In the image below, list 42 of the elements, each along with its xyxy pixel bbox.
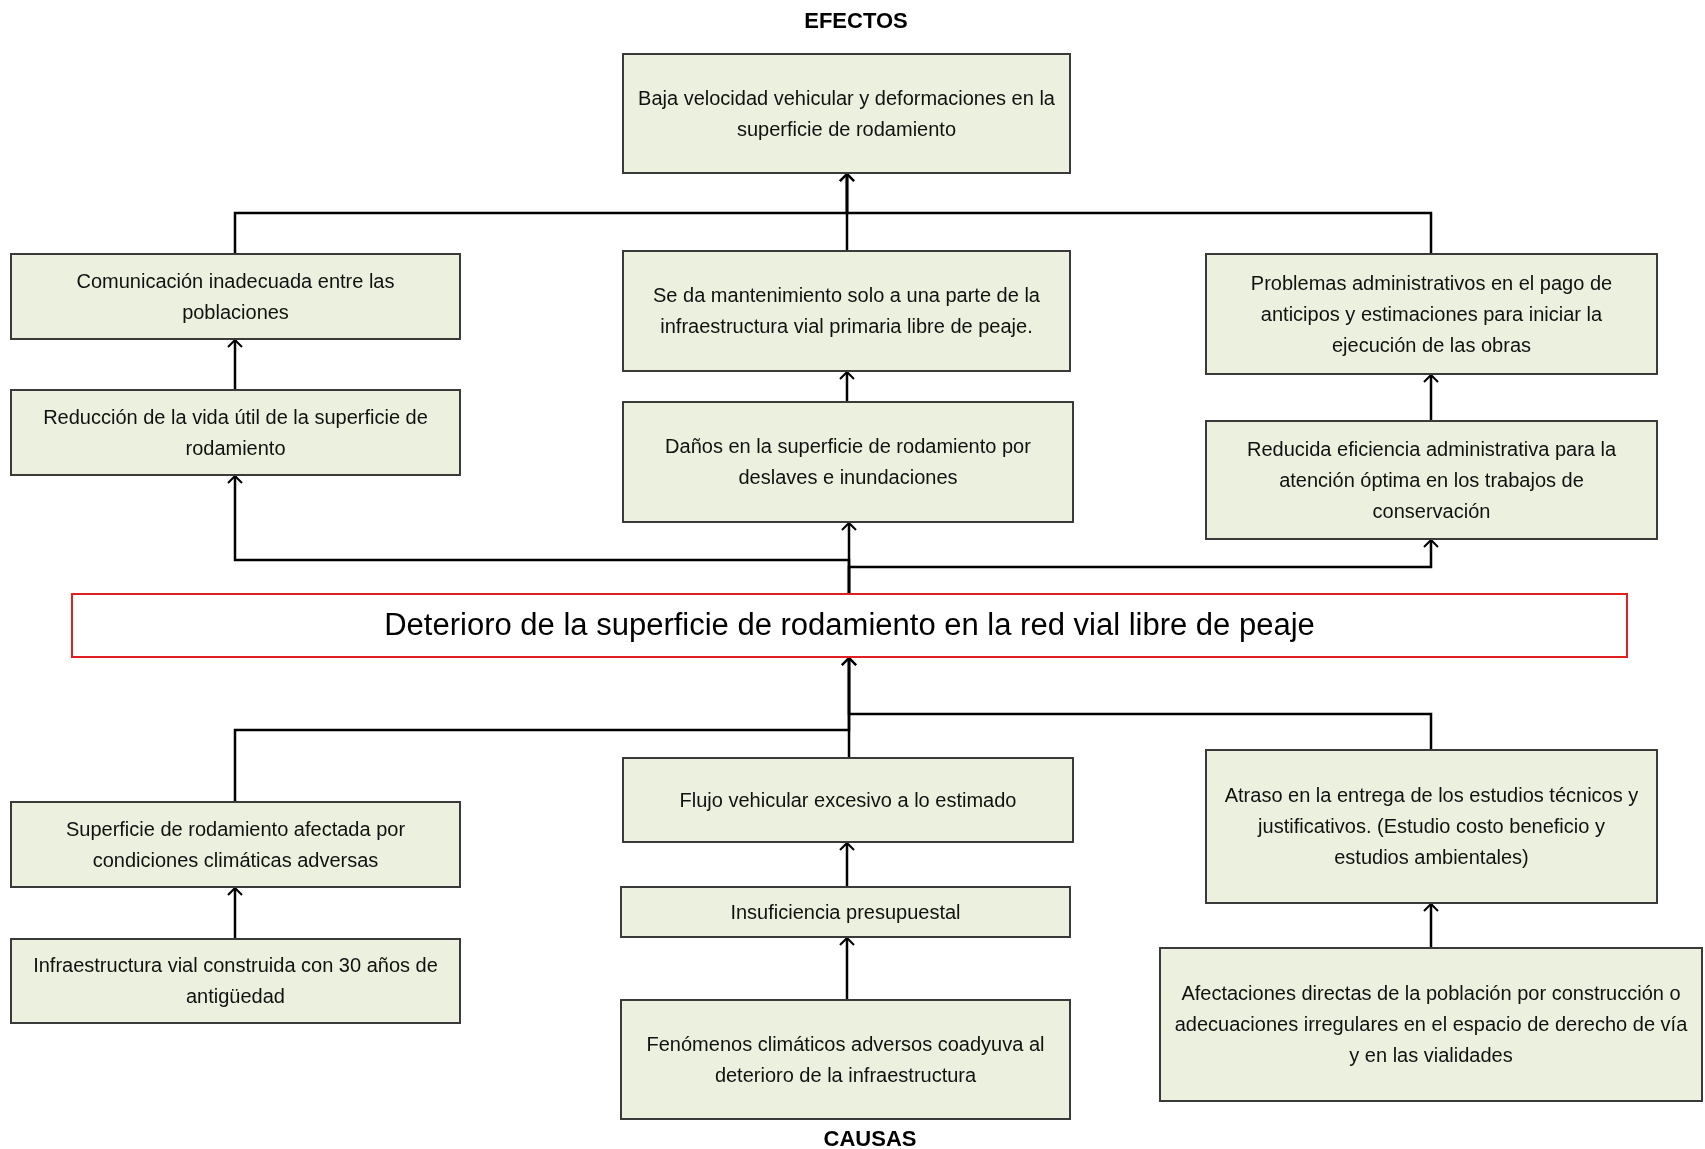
- cause-effect-box: [10, 938, 461, 1024]
- arrow: [841, 657, 1433, 749]
- cause-effect-box: [620, 886, 1071, 938]
- arrow: [227, 887, 243, 938]
- box-text: Infraestructura vial construida con 30 años de antigüedad: [32, 953, 439, 1009]
- box-text: Baja velocidad vehicular y deformaciones en la superficie de rodamiento: [637, 85, 1056, 142]
- box-text: Afectaciones directas de la población por construcción o adecuaciones irregulares en el espacio de derecho de vía y en las vialidades: [1173, 981, 1689, 1068]
- box-text: Reducida eficiencia administrativa para la atención óptima en los trabajos de conservación: [1245, 436, 1618, 524]
- box-text: Reducción de la vida útil de la superficie de rodamiento: [42, 404, 429, 461]
- box-text: Comunicación inadecuada entre las poblaciones: [75, 268, 396, 325]
- arrow: [839, 173, 1433, 253]
- arrow: [1423, 374, 1439, 420]
- arrow: [839, 842, 855, 886]
- arrow: [1423, 903, 1439, 947]
- arrow: [839, 371, 855, 401]
- problem-box: [71, 593, 1628, 658]
- section-heading: CAUSAS: [823, 1125, 917, 1149]
- box-text: Superficie de rodamiento afectada por condiciones climáticas adversas: [64, 816, 407, 873]
- cause-effect-box: [1205, 253, 1658, 375]
- cause-effect-box: [1205, 749, 1658, 904]
- box-text: Flujo vehicular excesivo a lo estimado: [679, 787, 1017, 813]
- cause-effect-box: [620, 999, 1071, 1120]
- cause-effect-box: [622, 53, 1071, 174]
- box-text: Daños en la superficie de rodamiento por deslaves e inundaciones: [664, 434, 1032, 490]
- cause-effect-box: [10, 253, 461, 340]
- arrow: [847, 539, 1439, 593]
- box-text: Problemas administrativos en el pago de anticipos y estimaciones para iniciar la ejecución de las obras: [1249, 270, 1614, 358]
- arrow: [227, 339, 243, 389]
- cause-effect-box: [10, 801, 461, 888]
- box-text: Insuficiencia presupuestal: [730, 899, 961, 925]
- box-text: Fenómenos climáticos adversos coadyuva al deterioro de la infraestructura: [645, 1031, 1046, 1088]
- section-heading: EFECTOS: [804, 7, 908, 35]
- cause-effect-box: [1205, 420, 1658, 540]
- cause-effect-box: [1159, 947, 1703, 1102]
- cause-effect-box: [622, 757, 1074, 843]
- cause-effect-box: [622, 401, 1074, 523]
- problem-text: Deterioro de la superficie de rodamiento en la red vial libre de peaje: [384, 606, 1315, 645]
- box-text: Atraso en la entrega de los estudios técnicos y justificativos. (Estudio costo beneficio y estudios ambientales): [1223, 783, 1640, 870]
- cause-effect-box: [10, 389, 461, 476]
- cause-effect-box: [622, 250, 1071, 372]
- arrow: [839, 937, 855, 999]
- box-text: Se da mantenimiento solo a una parte de la infraestructura vial primaria libre de peaje.: [652, 283, 1041, 339]
